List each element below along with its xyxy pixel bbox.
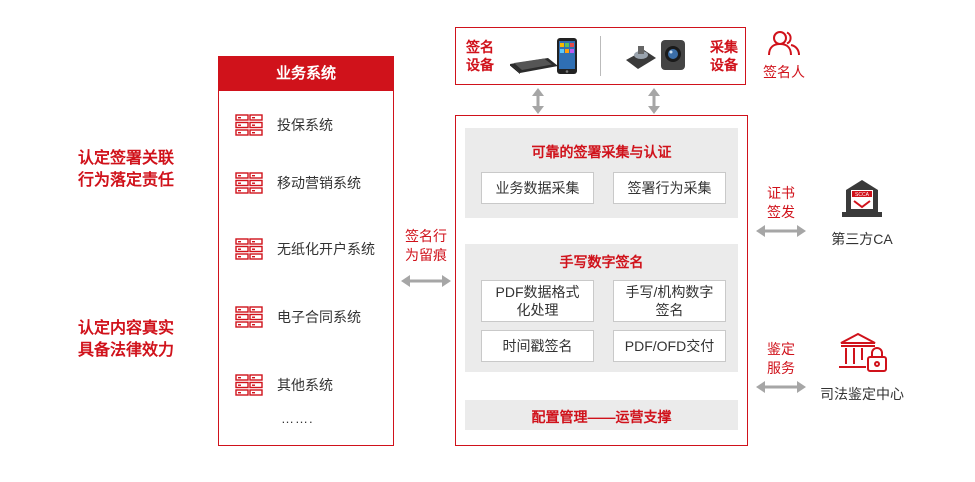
config-management-title: 配置管理——运营支撑 bbox=[531, 409, 672, 425]
signature-pad-icon bbox=[510, 58, 558, 74]
slogan-line: 认定内容真实 bbox=[77, 320, 174, 337]
server-rack-icon bbox=[235, 306, 263, 328]
sign-device-label-line: 设备 bbox=[466, 57, 494, 73]
fingerprint-scanner-icon bbox=[626, 46, 656, 69]
server-rack-icon bbox=[235, 238, 263, 260]
signer-user-icon bbox=[768, 31, 800, 56]
business-data-collection-box: 业务数据采集 bbox=[481, 172, 594, 204]
business-item-label: 电子合同系统 bbox=[277, 309, 361, 325]
business-item-e-contract: 电子合同系统 bbox=[235, 305, 361, 329]
slogan-line: 认定签署关联 bbox=[77, 150, 174, 167]
business-item-insurance: 投保系统 bbox=[235, 113, 333, 137]
business-systems-panel: 业务系统 投保系统 移动营销系统 bbox=[218, 56, 394, 446]
collection-auth-title: 可靠的签署采集与认证 bbox=[531, 144, 672, 160]
server-rack-icon bbox=[235, 114, 263, 136]
digital-signature-box: 手写/机构数字 签名 bbox=[613, 280, 726, 322]
config-management-section: 配置管理——运营支撑 bbox=[465, 400, 738, 430]
device-divider bbox=[600, 36, 601, 76]
business-item-paperless-account: 无纸化开户系统 bbox=[235, 237, 375, 261]
appraisal-service-label-line: 服务 bbox=[767, 360, 795, 376]
vertical-double-arrow-icon bbox=[648, 88, 660, 114]
sign-device-label-line: 签名 bbox=[466, 39, 494, 55]
collect-device-label-line: 采集 bbox=[710, 39, 738, 55]
camera-device-icon bbox=[661, 40, 685, 70]
business-item-mobile-marketing: 移动营销系统 bbox=[235, 171, 361, 195]
business-item-label: 其他系统 bbox=[277, 377, 333, 393]
signer-label: 签名人 bbox=[763, 64, 805, 80]
business-item-label: 无纸化开户系统 bbox=[277, 241, 375, 257]
vertical-double-arrow-icon bbox=[532, 88, 544, 114]
trace-label: 签名行 为留痕 bbox=[401, 227, 451, 265]
double-arrow-icon bbox=[756, 381, 806, 393]
signature-platform-box: 可靠的签署采集与认证 业务数据采集 签署行为采集 手写数字签名 PDF数据格式 … bbox=[455, 115, 748, 446]
device-box: 签名 设备 采集 设备 bbox=[455, 27, 746, 85]
server-rack-icon bbox=[235, 374, 263, 396]
digital-signature-line: 签名 bbox=[655, 302, 684, 318]
trace-label-line: 签名行 bbox=[405, 228, 447, 244]
double-arrow-icon bbox=[401, 275, 451, 287]
collection-auth-section: 可靠的签署采集与认证 业务数据采集 签署行为采集 bbox=[465, 128, 738, 218]
cert-issue-label: 证书 签发 bbox=[763, 184, 799, 222]
pdf-format-processing-box: PDF数据格式 化处理 bbox=[481, 280, 594, 322]
business-systems-title: 业务系统 bbox=[219, 57, 393, 91]
courthouse-lock-icon bbox=[839, 332, 887, 372]
pdf-format-processing-line: PDF数据格式 bbox=[495, 284, 580, 300]
business-item-other: 其他系统 bbox=[235, 373, 333, 397]
third-party-ca-label: 第三方CA bbox=[831, 231, 893, 247]
business-item-label: 投保系统 bbox=[277, 117, 333, 133]
certificate-authority-icon: SCCA bbox=[842, 180, 882, 217]
appraisal-service-label-line: 鉴定 bbox=[767, 341, 795, 357]
timestamp-signature-box: 时间戳签名 bbox=[481, 330, 594, 362]
ca-badge-text: SCCA bbox=[855, 192, 870, 198]
slogan-responsibility: 认定签署关联 行为落定责任 bbox=[56, 148, 196, 192]
double-arrow-icon bbox=[756, 225, 806, 237]
slogan-line: 行为落定责任 bbox=[77, 172, 174, 189]
pdf-ofd-delivery-box: PDF/OFD交付 bbox=[613, 330, 726, 362]
cert-issue-label-line: 证书 bbox=[767, 185, 795, 201]
pdf-format-processing-line: 化处理 bbox=[516, 302, 559, 318]
business-more-ellipsis: ……. bbox=[281, 411, 314, 426]
tablet-icon bbox=[557, 38, 577, 74]
slogan-legal-validity: 认定内容真实 具备法律效力 bbox=[56, 318, 196, 362]
handwritten-signature-section: 手写数字签名 PDF数据格式 化处理 手写/机构数字 签名 时间戳签名 PDF/… bbox=[465, 244, 738, 372]
signing-behavior-collection-box: 签署行为采集 bbox=[613, 172, 726, 204]
digital-signature-line: 手写/机构数字 bbox=[625, 284, 714, 300]
business-item-label: 移动营销系统 bbox=[277, 175, 361, 191]
judicial-appraisal-center-label: 司法鉴定中心 bbox=[820, 386, 904, 402]
collect-device-label: 采集 设备 bbox=[708, 38, 740, 74]
appraisal-service-label: 鉴定 服务 bbox=[763, 340, 799, 378]
sign-device-label: 签名 设备 bbox=[464, 38, 496, 74]
trace-label-line: 为留痕 bbox=[405, 247, 447, 263]
slogan-line: 具备法律效力 bbox=[77, 342, 174, 359]
server-rack-icon bbox=[235, 172, 263, 194]
handwritten-signature-title: 手写数字签名 bbox=[559, 254, 644, 270]
collect-device-label-line: 设备 bbox=[710, 57, 738, 73]
cert-issue-label-line: 签发 bbox=[767, 204, 795, 220]
